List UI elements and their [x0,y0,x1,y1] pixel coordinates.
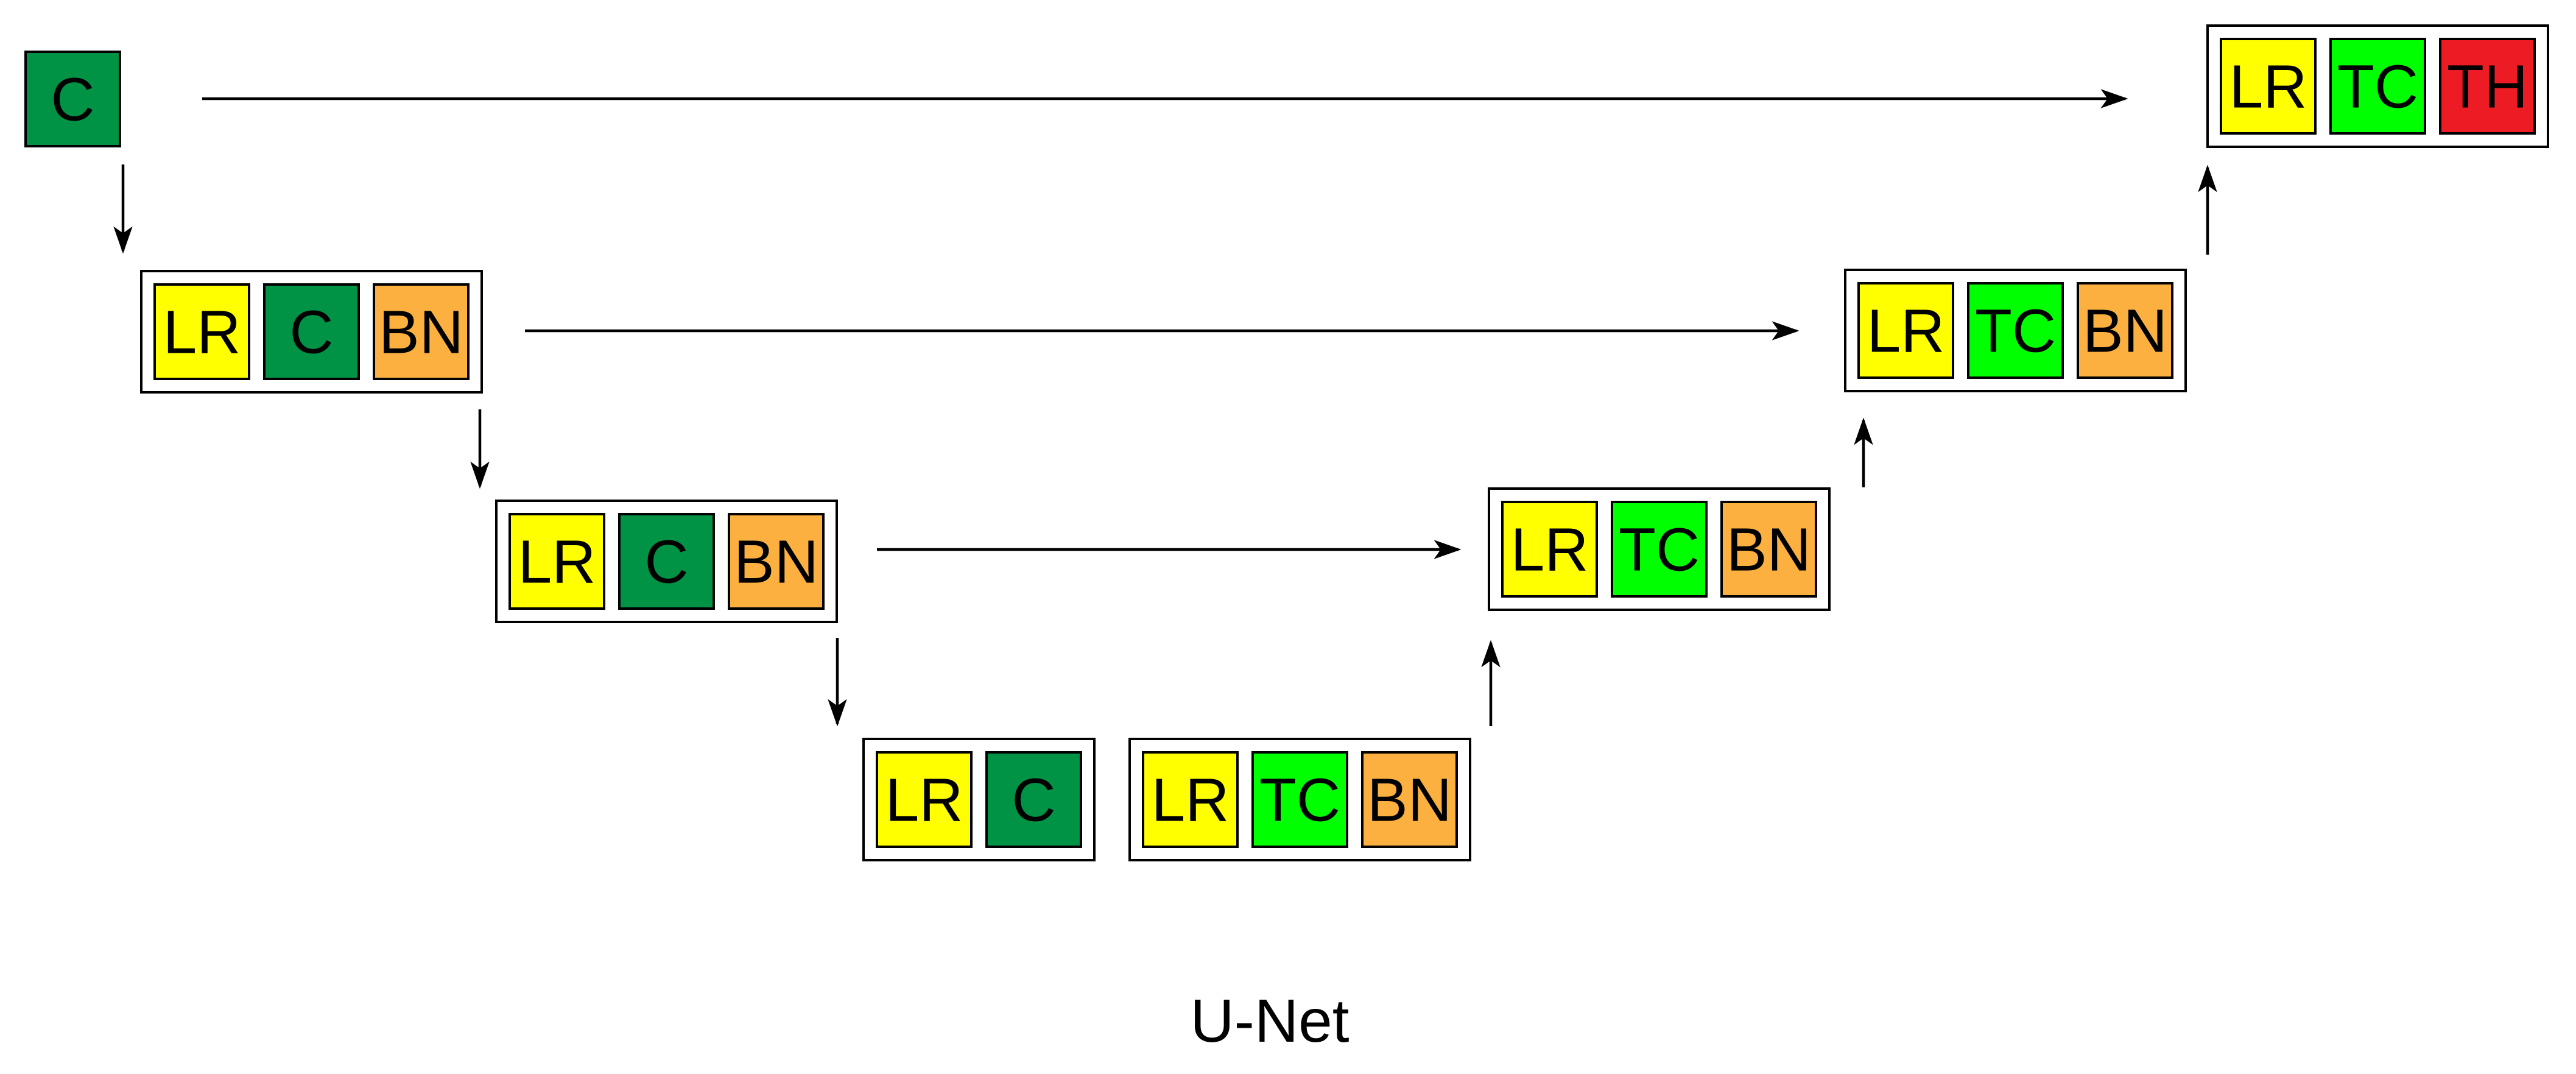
layer-c-block: C [985,751,1082,848]
layer-label: LR [1152,766,1230,835]
layer-lr-block: LR [876,751,973,848]
decoder-block-2: LR TC BN [1488,487,1831,611]
layer-lr-block: LR [153,283,250,380]
layer-label: LR [2229,53,2307,121]
block-container [862,738,1096,861]
layer-label: BN [1726,516,1811,584]
encoder-block-1: LR C BN [140,270,483,394]
layer-box [985,751,1082,848]
layer-label: TC [1619,516,1700,584]
arrows [113,89,2217,727]
layer-box [1251,751,1348,848]
layer-label: C [289,299,333,367]
encoder-block-3: LR C [862,738,1096,861]
layer-bn-block: BN [1361,751,1458,848]
layer-lr-block: LR [1857,282,1954,379]
block-container [2206,24,2549,148]
layer-label: LR [1867,297,1945,366]
layer-bn-block: BN [373,283,470,380]
layer-tc-block: TC [1611,501,1708,598]
layer-label: LR [163,299,241,367]
layer-box [1501,501,1598,598]
decoder-block-1: LR TC BN [1128,738,1471,861]
layer-box [1720,501,1817,598]
layer-label: LR [1511,516,1589,584]
layer-box [2220,38,2317,135]
block-container [495,500,838,623]
layer-label: BN [734,528,818,596]
layer-c-block: C [263,283,360,380]
layer-c-block: C [24,51,121,147]
block-container [1488,487,1831,611]
layer-tc-block: TC [2329,38,2426,135]
layer-label: C [51,66,94,134]
layer-box [1967,282,2064,379]
layer-label: BN [2083,297,2167,366]
layer-box [1611,501,1708,598]
layer-label: TC [2337,53,2418,121]
decoder-block-3: LR TC BN [1844,269,2187,392]
layer-label: LR [518,528,596,596]
layer-label: LR [885,766,963,835]
block-container [1844,269,2187,392]
layer-tc-block: TC [1967,282,2064,379]
layer-th-block: TH [2439,38,2536,135]
layer-label: TC [1975,297,2056,366]
layer-label: BN [1367,766,1452,835]
layer-c-block: C [618,513,715,610]
layer-lr-block: LR [2220,38,2317,135]
layer-lr-block: LR [1142,751,1239,848]
layer-lr-block: LR [509,513,605,610]
layer-box [1142,751,1239,848]
layer-label: C [1012,766,1055,835]
layer-box [728,513,825,610]
blocks: C LR C BN LR C BN LR C LR TC BN LR TC BN LR TC BN LR TC TH [24,24,2549,861]
layer-box [618,513,715,610]
layer-bn-block: BN [1720,501,1817,598]
layer-label: TH [2447,53,2528,121]
layer-box [2439,38,2536,135]
encoder-block-2: LR C BN [495,500,838,623]
layer-box [153,283,250,380]
layer-box [509,513,605,610]
layer-label: BN [379,299,463,367]
layer-box [2077,282,2173,379]
layer-label: C [644,528,688,596]
decoder-block-4: LR TC TH [2206,24,2549,148]
layer-box [24,51,121,147]
layer-box [1361,751,1458,848]
layer-box [263,283,360,380]
block-container [1128,738,1471,861]
layer-box [876,751,973,848]
layer-tc-block: TC [1251,751,1348,848]
layer-box [2329,38,2426,135]
layer-label: TC [1259,766,1340,835]
diagram-title: U-Net [1190,987,1349,1055]
layer-box [1857,282,1954,379]
block-container [140,270,483,394]
layer-bn-block: BN [728,513,825,610]
layer-box [373,283,470,380]
layer-lr-block: LR [1501,501,1598,598]
layer-bn-block: BN [2077,282,2173,379]
